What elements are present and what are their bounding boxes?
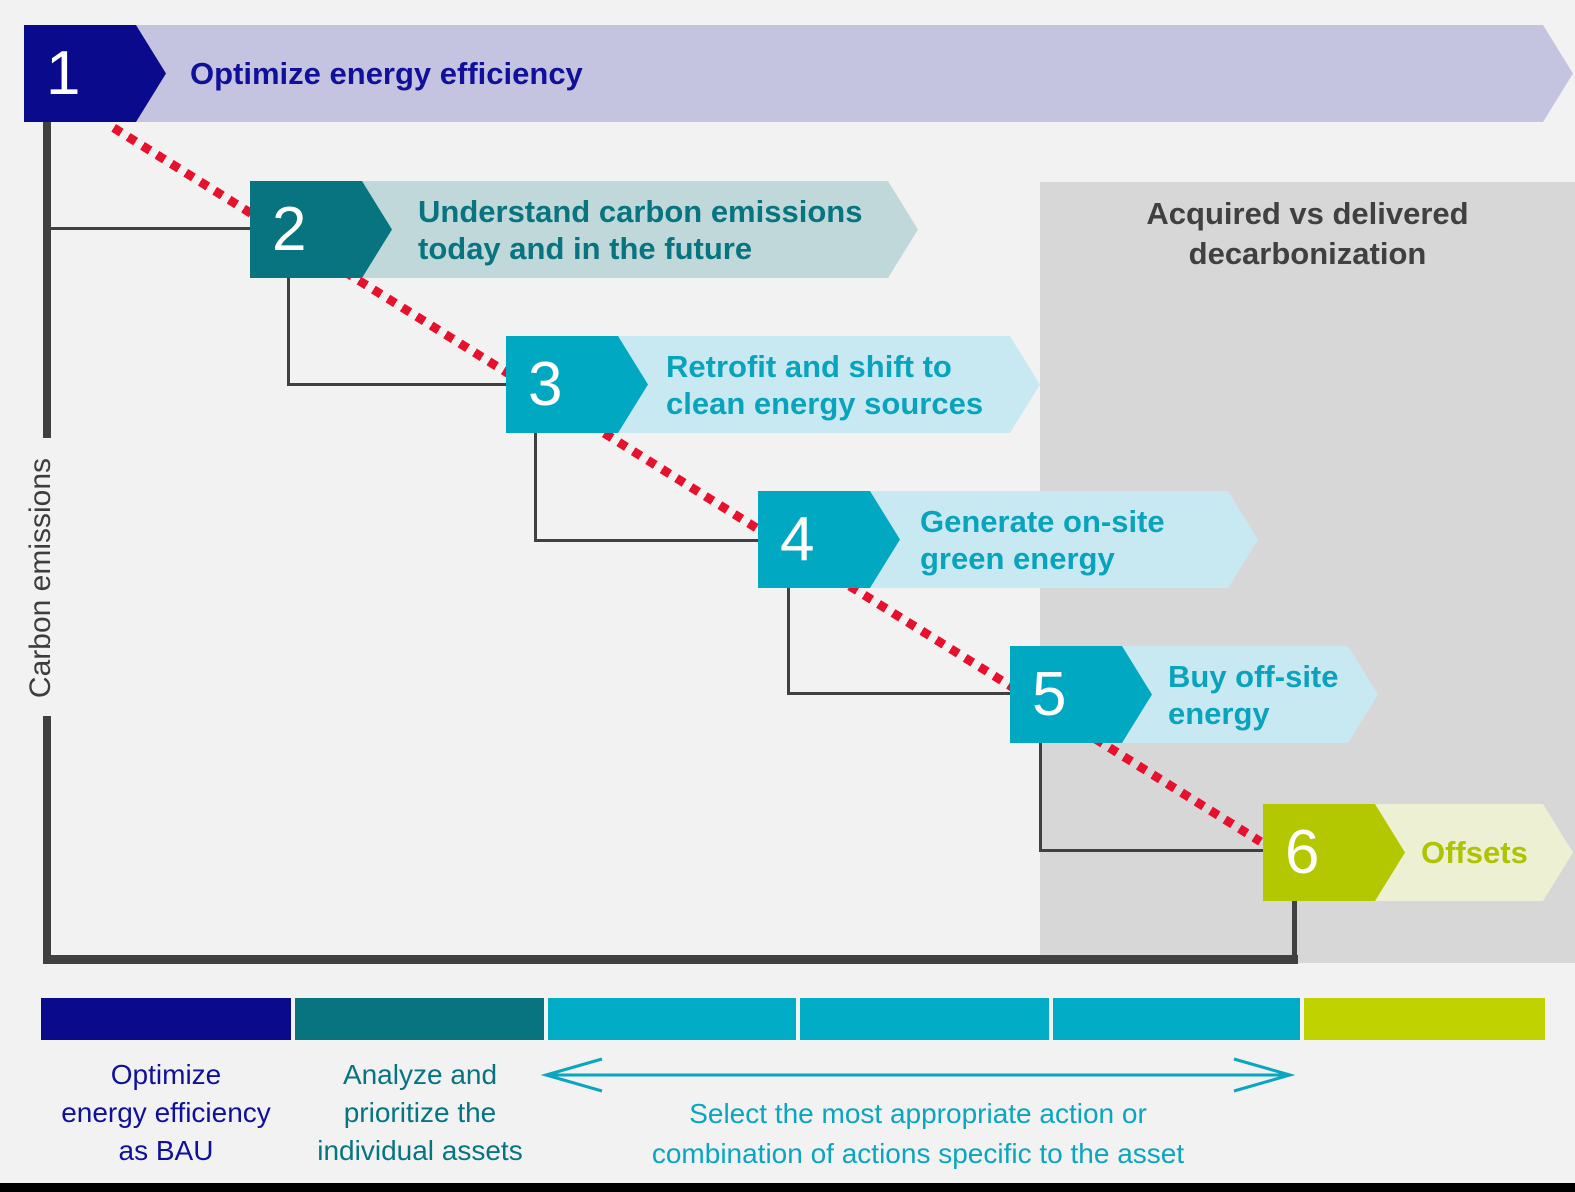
step-1-bar: Optimize energy efficiency [24, 25, 1573, 122]
step-4-label-line: green energy [920, 540, 1115, 576]
legend-label-line: prioritize the [343, 1097, 497, 1128]
step-3-label-line: Retrofit and shift to [666, 348, 952, 384]
step-1-badge: 1 [24, 25, 166, 122]
step-6-label: Offsets [1263, 834, 1528, 871]
legend-label-line: Optimize [110, 1059, 222, 1090]
step-3-label-line: clean energy sources [666, 385, 984, 421]
legend-label-line: combination of actions specific to the a… [651, 1138, 1185, 1169]
connector-step3-drop [534, 432, 537, 542]
step-1-label: Optimize energy efficiency [24, 55, 583, 92]
legend-label-line: energy efficiency [61, 1097, 271, 1128]
connector-step2-drop [287, 277, 290, 386]
panel-title: Acquired vs delivered decarbonization [1040, 194, 1575, 274]
step-3-label: Retrofit and shift to clean energy sourc… [506, 348, 983, 422]
connector-step4-drop [787, 587, 790, 695]
connector-step3-step4 [534, 539, 758, 542]
connector-step5-step6 [1039, 849, 1263, 852]
legend-label-optimize-bau: Optimize energy efficiency as BAU [40, 1056, 292, 1170]
step-2-label: Understand carbon emissions today and in… [250, 193, 862, 267]
step-6-label-line: Offsets [1421, 835, 1528, 870]
step-1-label-line: Optimize energy efficiency [190, 56, 583, 91]
legend-label-line: individual assets [317, 1135, 523, 1166]
panel-title-line-2: decarbonization [1188, 236, 1427, 271]
step-4-number: 4 [780, 505, 815, 574]
step-5-label: Buy off-site energy [1010, 658, 1339, 732]
y-axis-line-upper [43, 122, 51, 438]
step-5-badge: 5 [1010, 646, 1152, 743]
step-3-number: 3 [528, 350, 563, 419]
connector-step6-drop [1292, 900, 1297, 958]
step-6-badge: 6 [1263, 804, 1405, 901]
step-5-number: 5 [1032, 660, 1067, 729]
y-axis-line-lower [43, 716, 51, 963]
connector-step5-drop [1039, 742, 1042, 852]
legend-label-line: as BAU [118, 1135, 214, 1166]
step-6-number: 6 [1285, 818, 1320, 887]
step-2-label-line: today and in the future [418, 230, 753, 266]
legend-label-line: Select the most appropriate action or [689, 1098, 1147, 1129]
step-1-number: 1 [46, 39, 81, 108]
legend-segment-offsets [1304, 998, 1545, 1040]
step-2-badge: 2 [250, 181, 392, 278]
legend-segment-action-1 [548, 998, 796, 1040]
y-axis-label: Carbon emissions [24, 457, 57, 699]
step-5-label-line: Buy off-site [1168, 658, 1339, 694]
connector-step4-step5 [787, 692, 1010, 695]
legend-label-line: Analyze and [342, 1059, 498, 1090]
legend-label-analyze-prioritize: Analyze and prioritize the individual as… [294, 1056, 546, 1170]
step-4-badge: 4 [758, 491, 900, 588]
panel-title-line-1: Acquired vs delivered [1146, 196, 1469, 231]
legend-segment-action-2 [800, 998, 1049, 1040]
legend-label-select-action: Select the most appropriate action or co… [538, 1094, 1298, 1174]
step-3-badge: 3 [506, 336, 648, 433]
connector-step2-step3 [287, 383, 506, 386]
step-2-number: 2 [272, 195, 307, 264]
legend-segment-analyze [295, 998, 544, 1040]
step-4-label: Generate on-site green energy [758, 503, 1165, 577]
step-5-label-line: energy [1168, 695, 1270, 731]
connector-step1-step2 [47, 227, 250, 230]
legend-segment-optimize [41, 998, 291, 1040]
bottom-border-strip [0, 1183, 1575, 1192]
step-2-label-line: Understand carbon emissions [418, 193, 863, 229]
double-headed-arrow [540, 1057, 1296, 1093]
x-axis-line [43, 955, 1298, 964]
step-4-label-line: Generate on-site [920, 503, 1165, 539]
legend-segment-action-3 [1053, 998, 1300, 1040]
